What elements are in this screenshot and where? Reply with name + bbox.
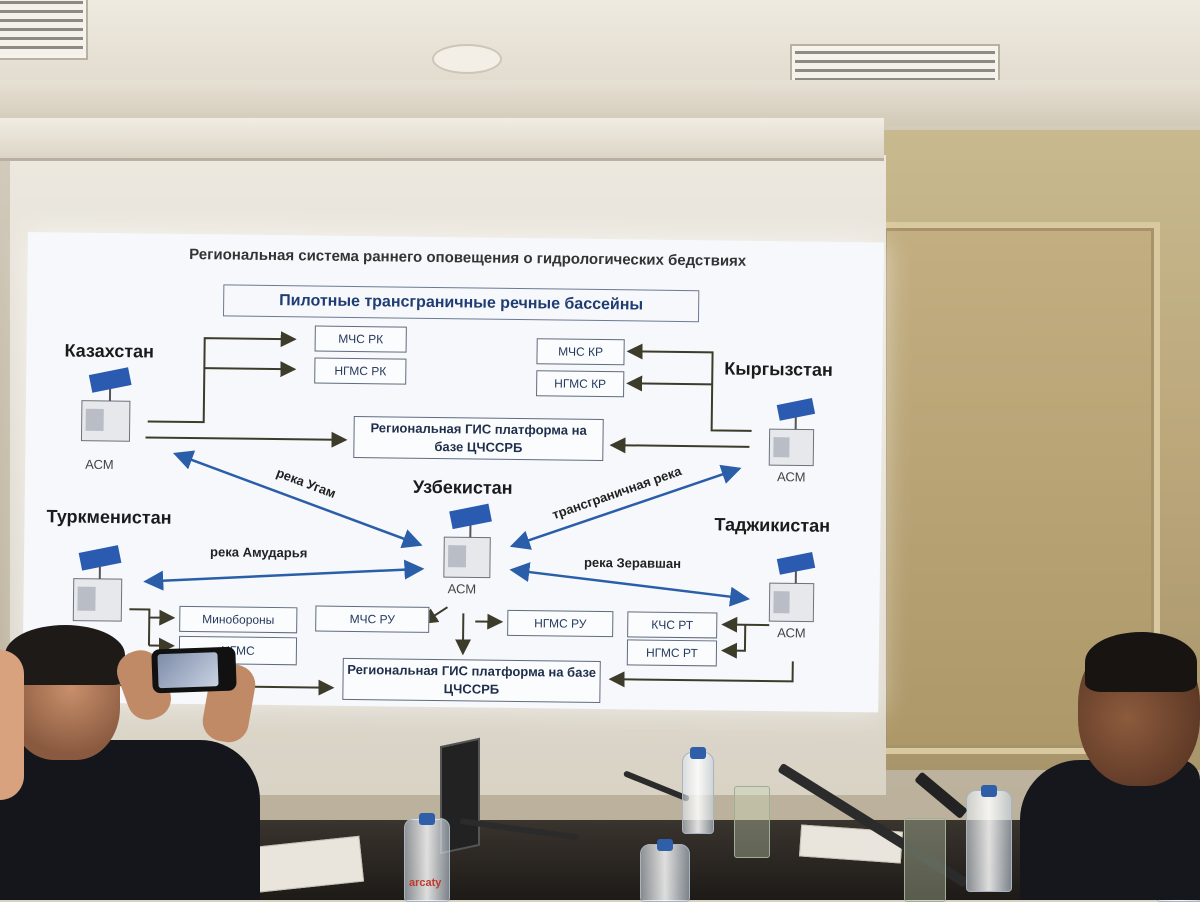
kg-to-gis-top <box>611 445 749 447</box>
country-kazakhstan: Казахстан <box>64 340 154 362</box>
country-uzbekistan: Узбекистан <box>413 477 513 499</box>
water-bottle-1 <box>682 752 714 834</box>
box-mchs-ru: МЧС РУ <box>315 606 429 633</box>
person-edge-face <box>0 650 24 800</box>
station-kz <box>81 367 131 442</box>
tm-to-minoborony <box>129 609 173 618</box>
station-uz <box>444 503 492 578</box>
river-amudarya-label: река Амударья <box>210 544 307 560</box>
ceiling-vent-left <box>0 0 86 58</box>
asm-label-tj: АСМ <box>777 625 806 640</box>
amudarya-arrow <box>146 565 422 584</box>
person-right-body <box>1020 760 1200 900</box>
water-bottle-2: arcaty <box>404 818 450 902</box>
box-ngms-rk: НГМС РК <box>314 358 406 385</box>
box-ngms-rt: НГМС РТ <box>627 639 717 666</box>
box-minoborony: Минобороны <box>179 606 297 633</box>
ceiling-light <box>432 44 502 74</box>
box-kchs-rt: КЧС РТ <box>627 611 717 638</box>
water-bottle-3 <box>640 844 690 902</box>
country-kyrgyzstan: Кыргызстан <box>724 359 833 381</box>
diagram-connectors <box>22 232 884 712</box>
screen-housing <box>0 118 884 161</box>
right-person-phone <box>914 771 968 819</box>
zeravshan-arrow <box>512 570 748 599</box>
box-gis-platform-bottom: Региональная ГИС платформа на базе ЦЧССР… <box>342 658 600 703</box>
person-right-hair <box>1085 632 1197 692</box>
glass-1 <box>734 786 770 858</box>
station-tm <box>73 545 122 622</box>
presentation-slide: Региональная система раннего оповещения … <box>22 232 884 712</box>
kz-to-gis-top <box>145 437 345 439</box>
smartphone-screen <box>157 652 218 688</box>
box-mchs-kr: МЧС КР <box>536 338 624 365</box>
tj-to-kchs-rt <box>723 625 769 626</box>
kz-to-ngms-rk <box>204 368 294 369</box>
smartphone <box>151 647 236 694</box>
person-left-body <box>0 740 260 900</box>
country-tajikistan: Таджикистан <box>714 514 830 536</box>
water-bottle-4 <box>966 790 1012 892</box>
kg-to-ngms-kr <box>628 383 712 384</box>
glass-2 <box>904 818 946 902</box>
kz-to-mchs-rk <box>148 337 295 423</box>
tj-to-ngms-rt <box>723 625 745 651</box>
asm-label-uz: АСМ <box>448 581 477 596</box>
station-tj <box>769 552 815 622</box>
box-mchs-rk: МЧС РК <box>315 326 407 353</box>
ugam-arrow <box>174 454 421 545</box>
bottle-brand: arcaty <box>409 877 441 889</box>
box-gis-platform-top: Региональная ГИС платформа на базе ЦЧССР… <box>353 416 603 461</box>
station-kg <box>769 398 815 466</box>
box-ngms-ru: НГМС РУ <box>507 610 613 637</box>
country-turkmenistan: Туркменистан <box>46 506 171 529</box>
river-zeravshan-label: река Зеравшан <box>584 555 681 571</box>
box-ngms-kr: НГМС КР <box>536 370 624 397</box>
transboundary-arrow <box>512 466 739 549</box>
asm-label-kg: АСМ <box>777 469 806 484</box>
asm-label-kz: АСМ <box>85 457 114 472</box>
